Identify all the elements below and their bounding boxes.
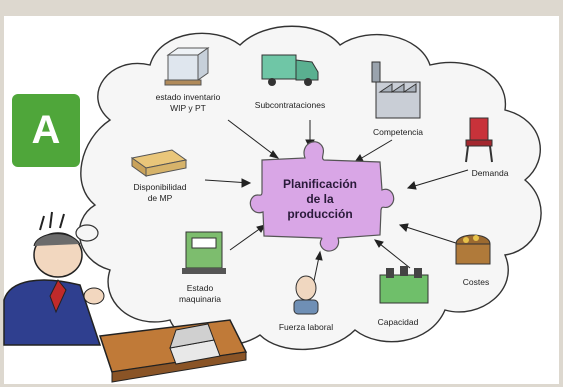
center-line-3: producción xyxy=(287,207,352,221)
chair-icon xyxy=(465,117,493,163)
section-badge: A xyxy=(12,94,80,167)
machines-icon xyxy=(379,266,429,304)
label-maquinaria-1: Estado xyxy=(187,283,214,293)
treasure-chest-icon xyxy=(455,234,491,265)
center-line-2: de la xyxy=(306,192,334,206)
frame-border-top xyxy=(0,0,563,16)
label-disponibilidad-2: de MP xyxy=(148,193,173,203)
label-subcontrataciones: Subcontrataciones xyxy=(255,100,325,110)
label-costes: Costes xyxy=(463,277,489,287)
press-machine-icon xyxy=(182,231,226,274)
label-inventario-2: WIP y PT xyxy=(170,103,206,113)
puzzle-piece: Planificación de la producción xyxy=(249,141,395,252)
lumber-icon xyxy=(130,149,188,177)
frame-border-right xyxy=(559,0,563,387)
worker-icon xyxy=(293,275,319,315)
label-capacidad: Capacidad xyxy=(378,317,419,327)
label-inventario-1: estado inventario xyxy=(156,92,221,102)
label-maquinaria-2: maquinaria xyxy=(179,294,221,304)
thinking-man-icon xyxy=(3,211,105,346)
label-competencia: Competencia xyxy=(373,127,423,137)
label-fuerza: Fuerza laboral xyxy=(279,322,333,332)
center-line-1: Planificación xyxy=(283,177,357,191)
frame-border-bottom xyxy=(0,384,563,387)
pallet-icon xyxy=(164,47,210,86)
truck-icon xyxy=(261,54,319,86)
label-demanda: Demanda xyxy=(472,168,509,178)
label-disponibilidad-1: Disponibilidad xyxy=(134,182,187,192)
laptop-icon xyxy=(169,323,221,365)
factory-icon xyxy=(371,61,421,119)
frame-border-left xyxy=(0,0,4,387)
